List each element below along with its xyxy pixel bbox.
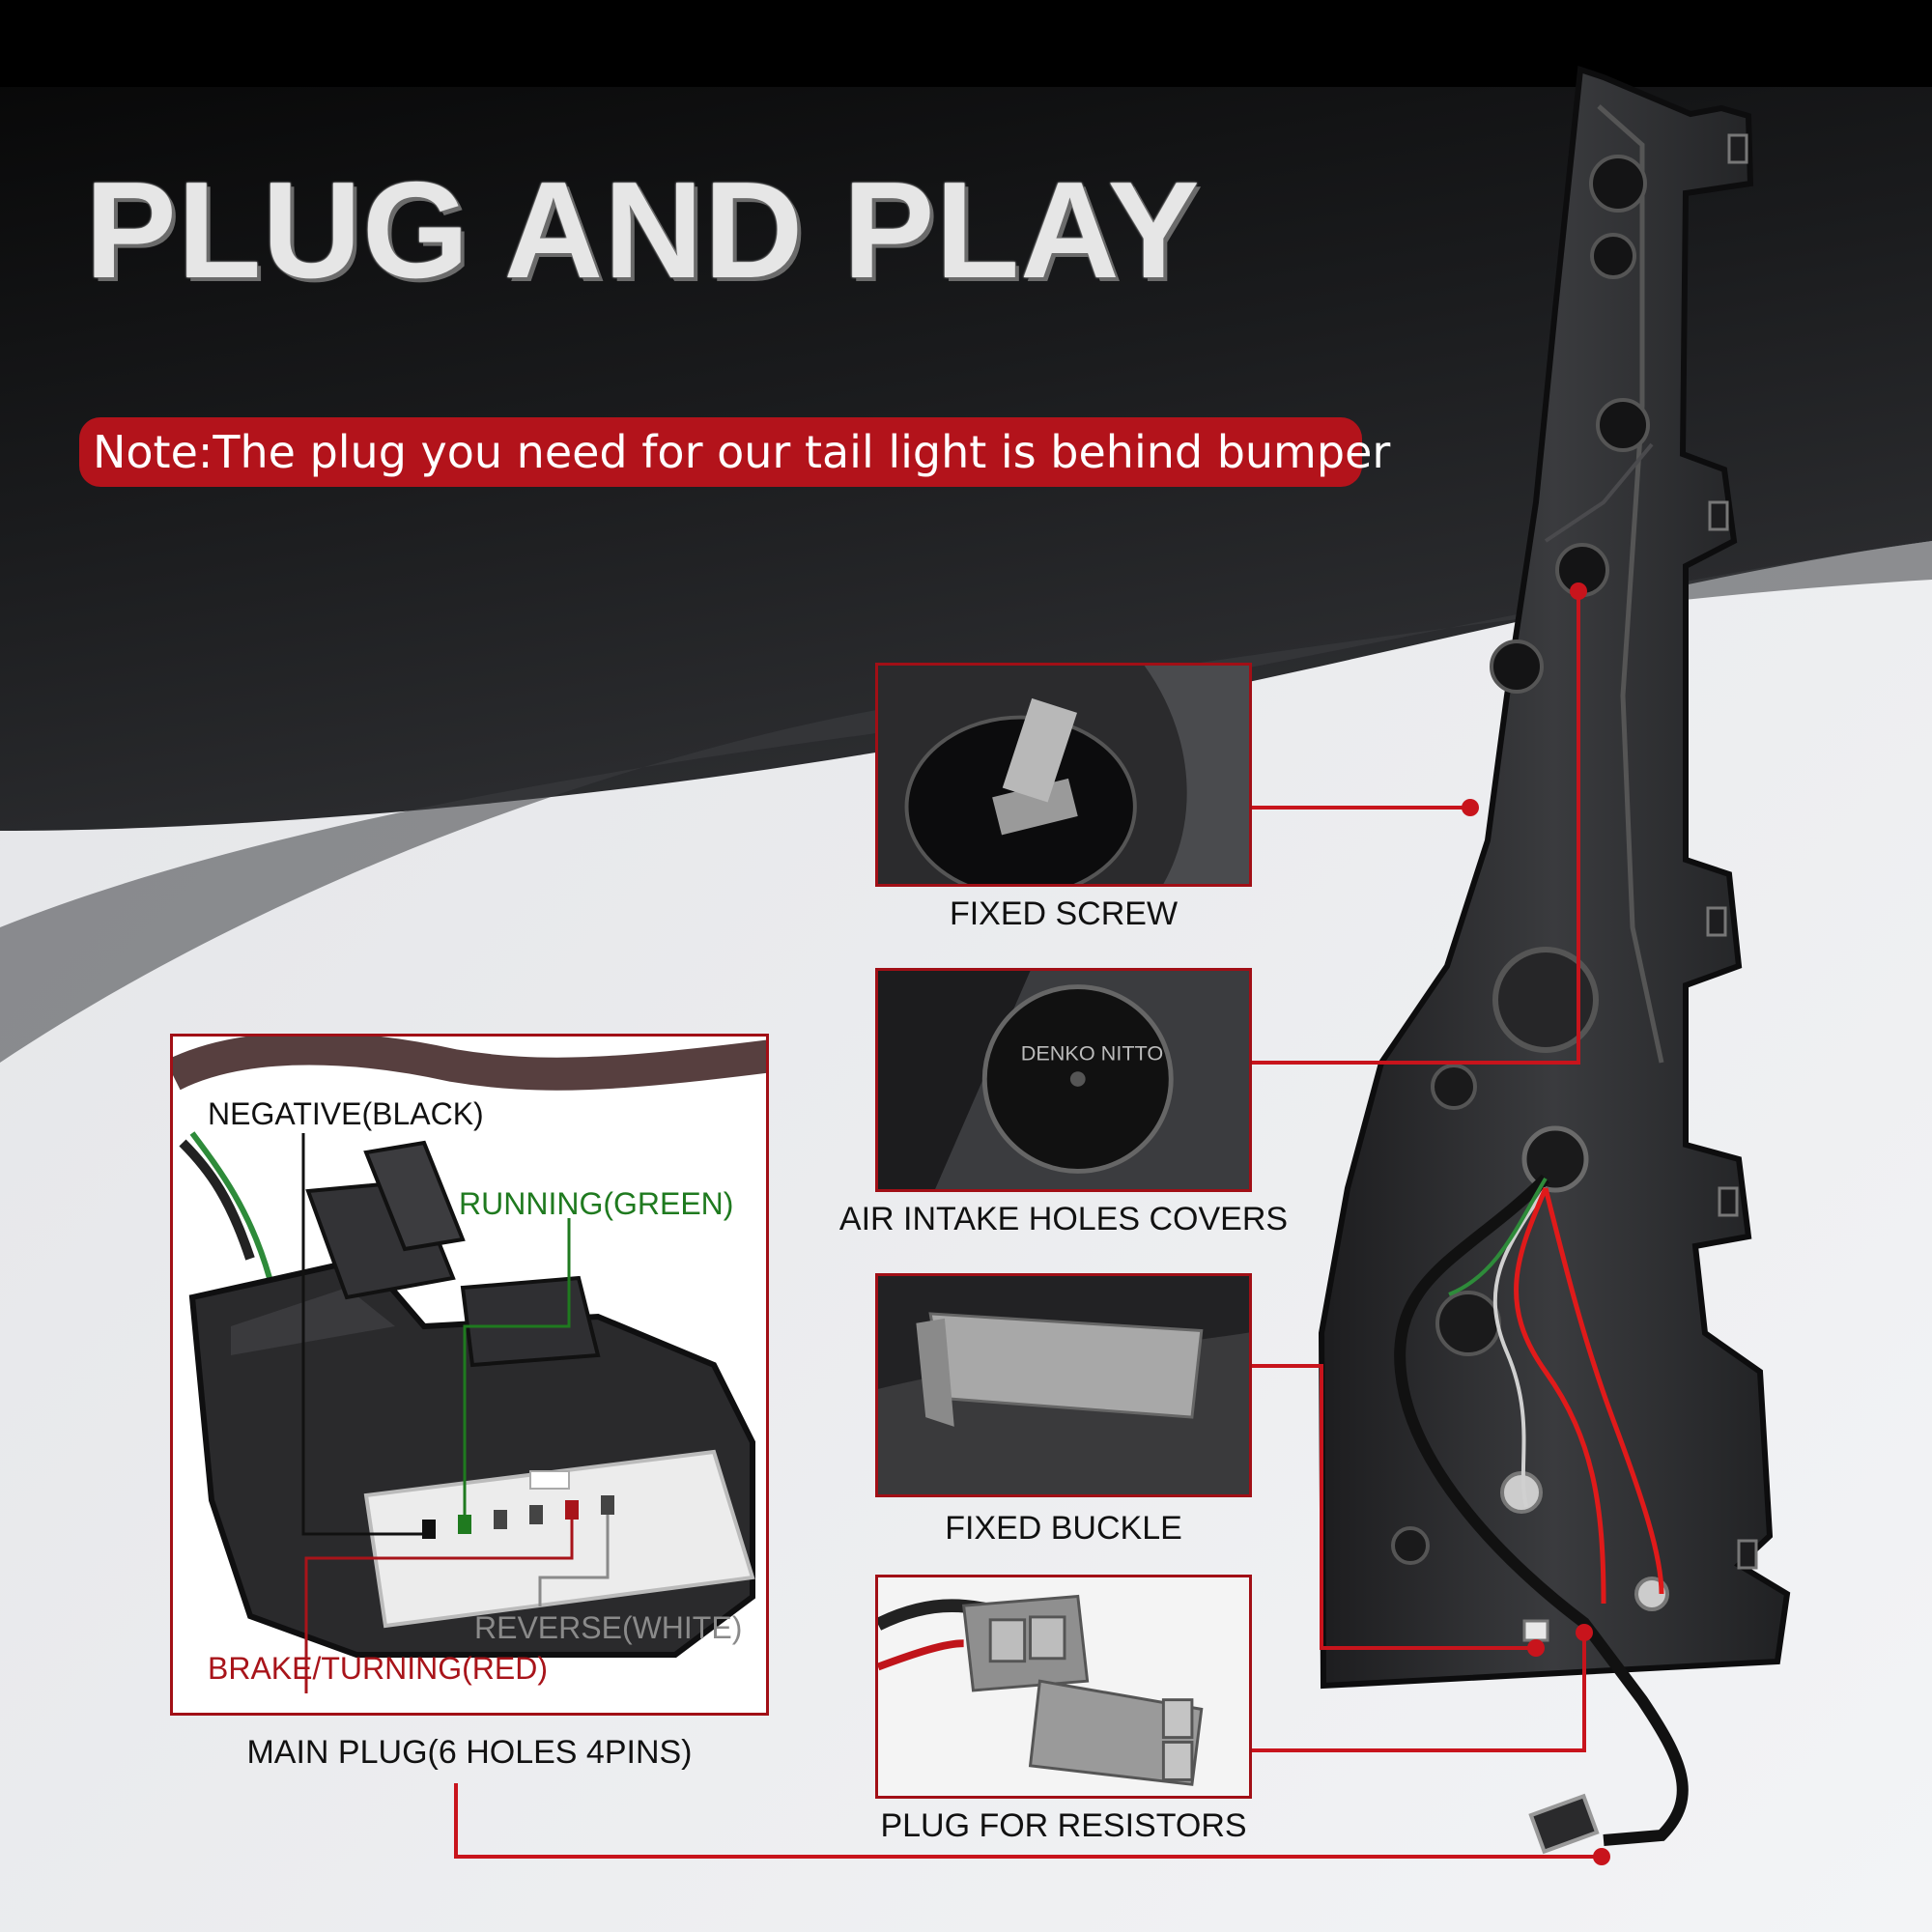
- air-intake-cover-photo: DENKO NITTO: [875, 968, 1252, 1192]
- note-banner: Note:The plug you need for our tail ligh…: [79, 417, 1390, 487]
- pin-brake-label: BRAKE/TURNING(RED): [208, 1651, 549, 1686]
- resistor-plug-caption: PLUG FOR RESISTORS: [880, 1807, 1247, 1844]
- main-plug-diagram: NEGATIVE(BLACK) RUNNING(GREEN) REVERSE(W…: [170, 1034, 769, 1716]
- pin-negative-label: NEGATIVE(BLACK): [208, 1096, 484, 1131]
- fixed-screw-caption: FIXED SCREW: [949, 895, 1179, 932]
- pin-running-label: RUNNING(GREEN): [459, 1186, 734, 1221]
- main-plug-caption: MAIN PLUG(6 HOLES 4PINS): [246, 1734, 693, 1771]
- pin-reverse-label: REVERSE(WHITE): [474, 1610, 743, 1645]
- resistor-plug-photo: [875, 1575, 1252, 1799]
- page-title: PLUG AND PLAY: [85, 154, 1201, 307]
- vent-cover-marking: DENKO NITTO: [1021, 1042, 1164, 1065]
- fixed-buckle-caption: FIXED BUCKLE: [945, 1510, 1182, 1547]
- fixed-screw-photo: [875, 663, 1252, 887]
- connector-drawing: [173, 1037, 766, 1693]
- fixed-buckle-photo: [875, 1273, 1252, 1497]
- air-intake-caption: AIR INTAKE HOLES COVERS: [838, 1201, 1289, 1237]
